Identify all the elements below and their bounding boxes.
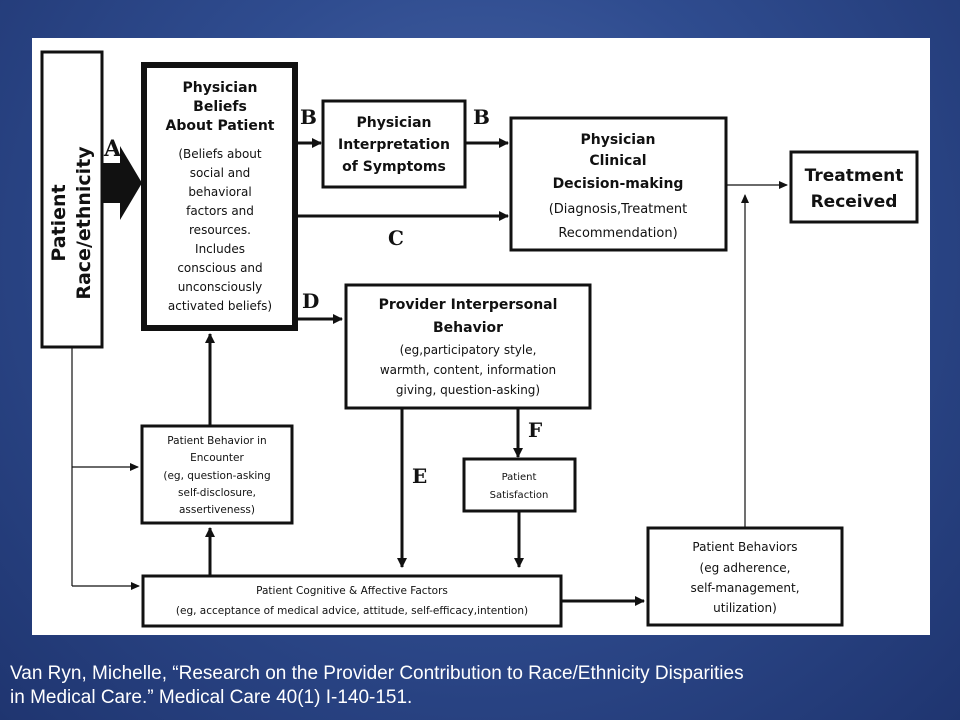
decision-title-2: Clinical [589,153,646,169]
encounter-line-1: Patient Behavior in [167,435,266,447]
interpersonal-behavior-box: Provider Interpersonal Behavior (eg,part… [344,283,592,410]
beliefs-body-2: social and [190,166,251,180]
patient-satisfaction-box: Patient Satisfaction [462,457,577,513]
encounter-line-3: (eg, question-asking [163,470,270,482]
arrow-a [102,146,142,220]
race-ethnicity-label: Race/ethnicity [73,146,95,300]
label-e: E [412,464,427,488]
interpretation-line-3: of Symptoms [342,159,446,175]
label-b2: B [473,105,490,129]
cognitive-line-1: Patient Cognitive & Affective Factors [256,585,448,597]
beliefs-title-2: Beliefs [193,99,247,115]
interpretation-line-1: Physician [357,115,432,131]
satisfaction-line-1: Patient [502,472,537,483]
citation: Van Ryn, Michelle, “Research on the Prov… [10,662,950,710]
encounter-line-5: assertiveness) [179,504,255,516]
beliefs-body-8: unconsciously [178,280,263,294]
treatment-line-2: Received [811,192,898,212]
beliefs-body-1: (Beliefs about [178,147,262,161]
decision-making-box: Physician Clinical Decision-making (Diag… [509,116,728,252]
satisfaction-line-2: Satisfaction [490,490,549,501]
interpersonal-body-3: giving, question-asking) [396,383,540,397]
citation-line-2: in Medical Care.” Medical Care 40(1) I-1… [10,687,413,708]
beliefs-body-7: conscious and [177,261,262,275]
decision-title-1: Physician [581,132,656,148]
behaviors-line-4: utilization) [713,601,777,615]
patient-race-box: Patient Race/ethnicity [40,50,104,349]
race-connector-lines [71,347,140,590]
label-f: F [528,418,542,442]
citation-line-1: Van Ryn, Michelle, “Research on the Prov… [10,663,744,684]
treatment-received-box: Treatment Received [789,150,919,224]
decision-title-3: Decision-making [553,176,684,192]
beliefs-body-5: resources. [189,223,251,237]
cognitive-affective-box: Patient Cognitive & Affective Factors (e… [141,574,563,628]
label-a: A [103,136,122,162]
label-d: D [302,289,319,313]
patient-behaviors-box: Patient Behaviors (eg adherence, self-ma… [646,526,844,627]
patient-behavior-encounter-box: Patient Behavior in Encounter (eg, quest… [140,424,294,525]
beliefs-body-4: factors and [186,204,254,218]
interpersonal-body-1: (eg,participatory style, [400,343,537,357]
interpretation-line-2: Interpretation [338,137,450,153]
beliefs-body-9: activated beliefs) [168,299,272,313]
behaviors-line-1: Patient Behaviors [692,540,797,554]
interpersonal-body-2: warmth, content, information [380,363,556,377]
interpersonal-title-2: Behavior [433,320,503,336]
behaviors-line-2: (eg adherence, [700,561,791,575]
diagram-panel: Patient Race/ethnicity A Physician Belie… [32,38,930,635]
interpretation-box: Physician Interpretation of Symptoms [321,99,467,189]
behaviors-line-3: self-management, [690,581,799,595]
label-c: C [388,226,404,250]
beliefs-body-6: Includes [195,242,245,256]
treatment-line-1: Treatment [805,166,904,186]
physician-beliefs-box: Physician Beliefs About Patient (Beliefs… [141,62,298,331]
encounter-line-4: self-disclosure, [178,487,256,499]
beliefs-body-3: behavioral [188,185,251,199]
label-b1: B [300,105,317,129]
beliefs-title-3: About Patient [166,118,275,134]
patient-label: Patient [48,184,70,261]
beliefs-title-1: Physician [183,80,258,96]
decision-body-1: (Diagnosis,Treatment [549,202,688,217]
cognitive-line-2: (eg, acceptance of medical advice, attit… [176,605,528,617]
decision-body-2: Recommendation) [558,226,677,241]
encounter-line-2: Encounter [190,452,244,464]
interpersonal-title-1: Provider Interpersonal [379,297,558,313]
